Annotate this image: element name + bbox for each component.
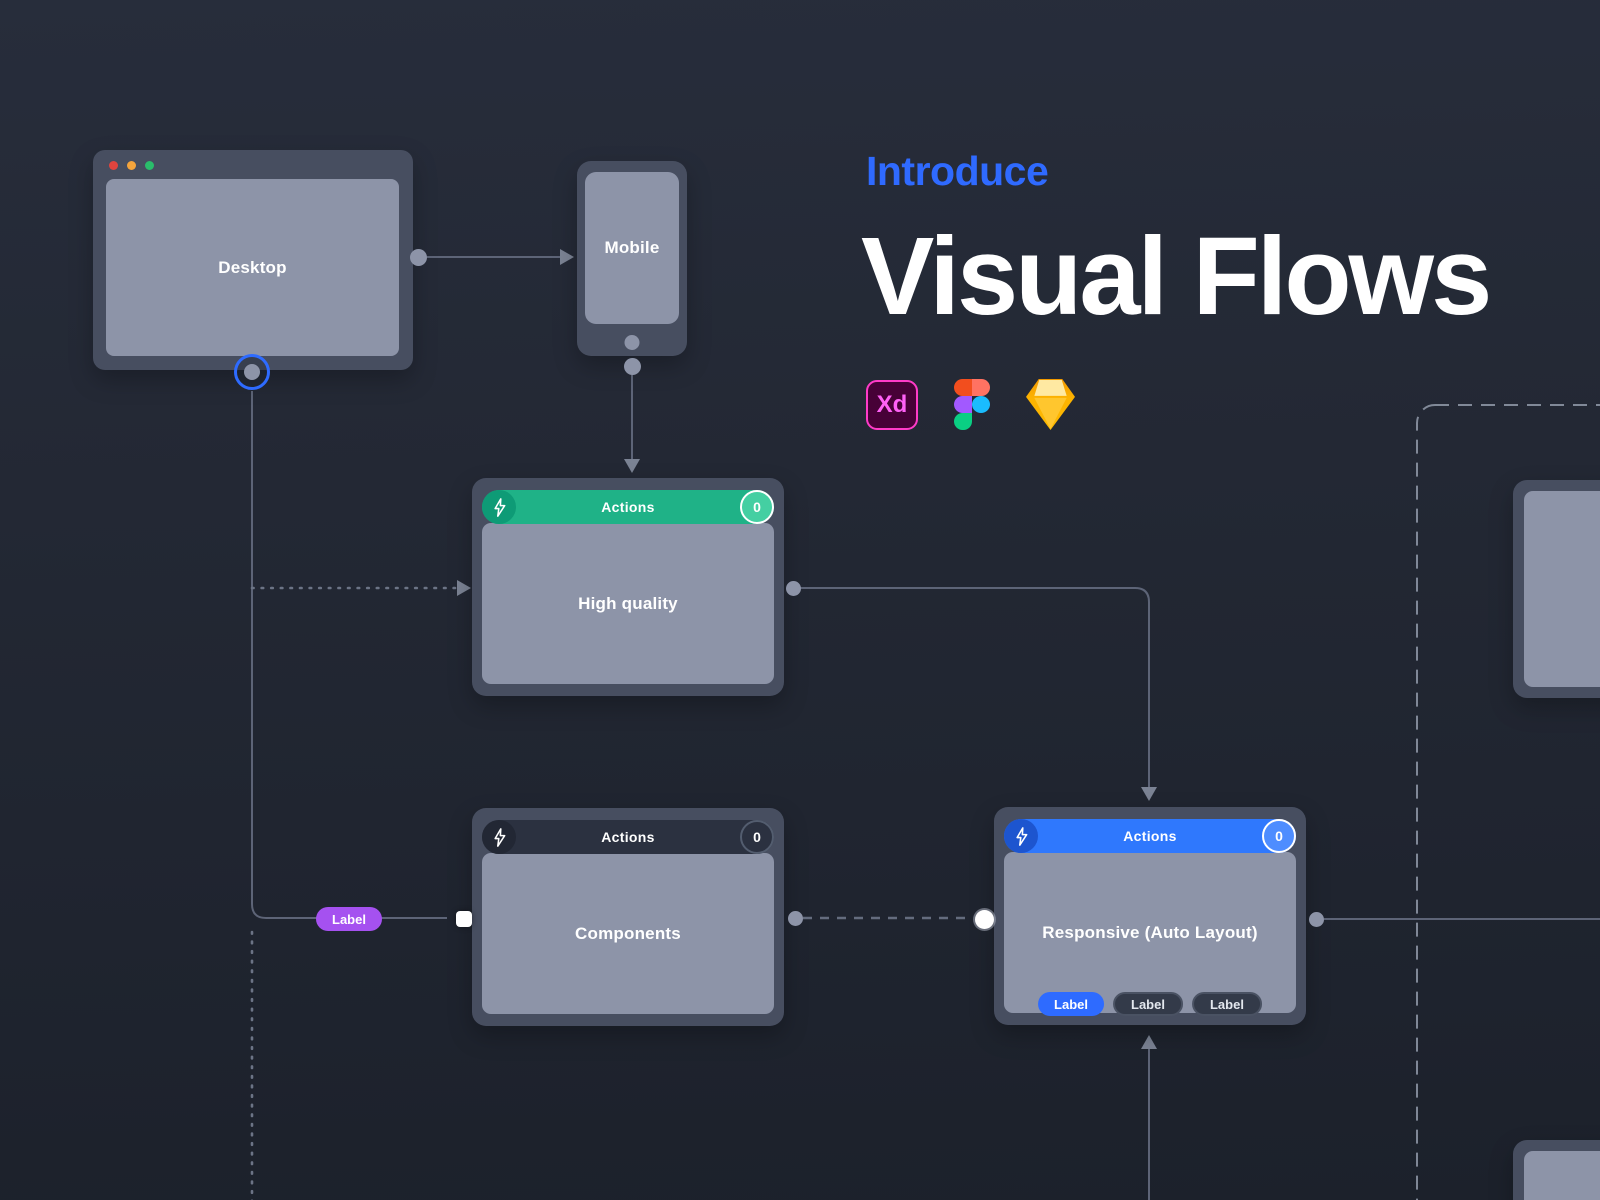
responsive-label: Responsive (Auto Layout)	[1042, 922, 1258, 942]
lightning-icon	[482, 490, 516, 524]
node-partial-bottom-right[interactable]	[1513, 1140, 1600, 1200]
partial-node-screen	[1524, 491, 1600, 687]
count-badge[interactable]: 0	[1262, 819, 1296, 853]
lightning-icon	[1004, 819, 1038, 853]
components-label: Components	[575, 923, 681, 943]
maximize-traffic-light-icon	[145, 161, 154, 170]
node-partial-right[interactable]	[1513, 480, 1600, 698]
high-quality-label: High quality	[578, 593, 678, 613]
header-title: Actions	[601, 829, 655, 845]
minimize-traffic-light-icon	[127, 161, 136, 170]
label-pill[interactable]: Label	[1191, 992, 1262, 1016]
arrowhead-into-responsive-top	[1141, 787, 1157, 801]
arrowhead-into-mobile	[560, 249, 574, 265]
count-badge[interactable]: 0	[740, 820, 774, 854]
mobile-screen: Mobile	[585, 172, 679, 324]
high-quality-body: High quality	[482, 523, 774, 684]
sketch-icon	[1026, 379, 1075, 430]
port-dot	[244, 364, 260, 380]
figma-icon	[954, 379, 990, 430]
arrowhead-into-high-quality-top	[624, 459, 640, 473]
responsive-header: Actions 0	[1004, 819, 1296, 853]
lightning-icon	[482, 820, 516, 854]
window-traffic-lights	[109, 161, 154, 170]
wire-high-quality-to-responsive	[793, 587, 1150, 787]
components-body: Components	[482, 853, 774, 1014]
arrowhead-into-high-quality-left	[457, 580, 471, 596]
hero-eyebrow: Introduce	[866, 148, 1049, 194]
components-input-port[interactable]	[456, 911, 472, 927]
components-header: Actions 0	[482, 820, 774, 854]
high-quality-header: Actions 0	[482, 490, 774, 524]
header-title: Actions	[601, 499, 655, 515]
adobe-xd-icon: Xd	[866, 379, 918, 430]
label-pill[interactable]: Label	[1113, 992, 1183, 1016]
arrowhead-into-responsive-bottom	[1141, 1035, 1157, 1049]
count-badge[interactable]: 0	[740, 490, 774, 524]
mobile-label: Mobile	[604, 238, 660, 257]
home-button-icon	[624, 335, 640, 350]
design-tool-icons: Xd	[866, 379, 1075, 430]
desktop-label: Desktop	[218, 257, 287, 277]
mobile-output-port[interactable]	[624, 358, 641, 375]
label-pill-active[interactable]: Label	[1038, 992, 1105, 1016]
node-components[interactable]: Actions 0 Components	[472, 808, 784, 1026]
page-title: Visual Flows	[861, 215, 1492, 338]
partial-node-screen	[1524, 1151, 1600, 1200]
desktop-screen: Desktop	[106, 179, 399, 356]
edge-label-pill[interactable]: Label	[316, 907, 382, 931]
high-quality-output-port[interactable]	[786, 581, 801, 596]
responsive-body: Responsive (Auto Layout)	[1004, 852, 1296, 1013]
responsive-input-port[interactable]	[975, 910, 994, 929]
close-traffic-light-icon	[109, 161, 118, 170]
responsive-output-port[interactable]	[1309, 912, 1324, 927]
desktop-output-port[interactable]	[410, 249, 427, 266]
node-desktop[interactable]: Desktop	[93, 150, 413, 370]
node-high-quality[interactable]: Actions 0 High quality	[472, 478, 784, 696]
wire-desktop-to-components	[251, 391, 447, 919]
node-mobile[interactable]: Mobile	[577, 161, 687, 356]
node-responsive[interactable]: Actions 0 Responsive (Auto Layout) Label…	[994, 807, 1306, 1025]
responsive-label-pills: Label Label Label	[1038, 992, 1262, 1016]
desktop-flow-port[interactable]	[234, 354, 270, 390]
components-output-port[interactable]	[788, 911, 803, 926]
header-title: Actions	[1123, 828, 1177, 844]
